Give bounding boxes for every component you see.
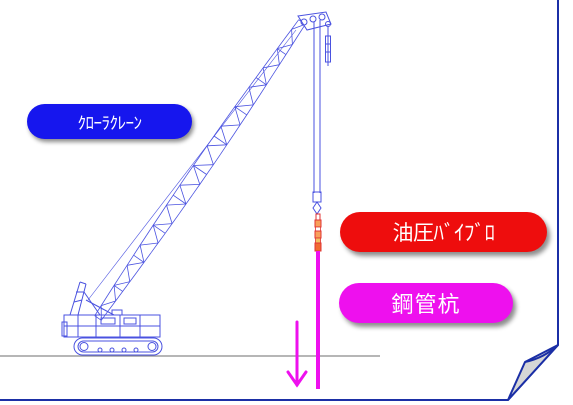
boom-tip [297, 11, 332, 31]
down-arrow-icon [286, 320, 308, 388]
crawler-track [73, 337, 163, 356]
crawler-crane-label: ｸﾛｰﾗｸﾚｰﾝ [27, 104, 192, 139]
boom-pendant [87, 29, 297, 301]
crawler-crane-label-text: ｸﾛｰﾗｸﾚｰﾝ [77, 114, 143, 134]
page-curl-icon [507, 344, 559, 401]
crane-house [61, 281, 161, 338]
steel-pipe-pile [316, 251, 320, 389]
hydraulic-vibro-label: 油圧ﾊﾞｲﾌﾞﾛ [340, 212, 547, 252]
crawler-crane [61, 11, 332, 356]
hoist-wire [313, 20, 321, 193]
hydraulic-vibro-label-text: 油圧ﾊﾞｲﾌﾞﾛ [392, 221, 496, 245]
steel-pipe-pile-label-text: 鋼管杭 [391, 293, 461, 318]
vibro-hammer [314, 213, 322, 252]
steel-pipe-pile-label: 鋼管杭 [339, 283, 513, 323]
auxiliary-line [325, 26, 331, 66]
